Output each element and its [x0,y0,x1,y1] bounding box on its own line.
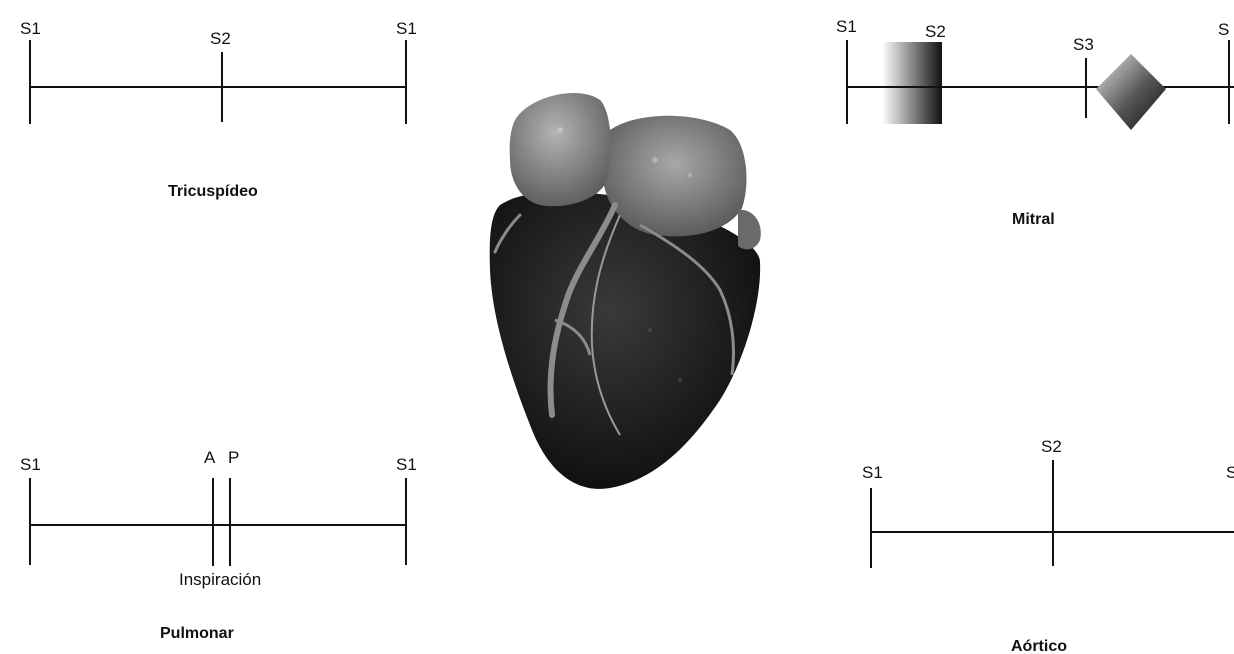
mitral-murmur-block [882,42,942,124]
aortic-s1-right-label: S [1226,463,1234,482]
mitral-panel: S1 S2 S3 S Mitral [836,17,1234,228]
aortic-title: Aórtico [1011,638,1067,654]
pulmonary-panel: S1 A P S1 Inspiración Pulmonar [20,448,417,642]
tricuspid-title: Tricuspídeo [168,183,258,200]
aortic-s2-label: S2 [1041,437,1062,456]
aortic-s1-left-label: S1 [862,463,883,482]
tricuspid-s2-label: S2 [210,29,231,48]
mitral-s2-label: S2 [925,22,946,41]
tricuspid-s1-right-label: S1 [396,19,417,38]
pulmonary-p-label: P [228,448,239,467]
pulmonary-s1-right-label: S1 [396,455,417,474]
mitral-title: Mitral [1012,211,1055,228]
aortic-panel: S1 S2 S Aórtico [862,437,1234,654]
pulmonary-s1-left-label: S1 [20,455,41,474]
tricuspid-s1-left-label: S1 [20,19,41,38]
pulmonary-a-label: A [204,448,216,467]
mitral-s3-label: S3 [1073,35,1094,54]
tricuspid-panel: S1 S2 S1 Tricuspídeo [20,19,417,200]
mitral-s1-left-label: S1 [836,17,857,36]
pulmonary-title: Pulmonar [160,625,234,642]
mitral-diamond-murmur [1096,54,1166,130]
mitral-s1-right-label: S [1218,20,1229,39]
pulmonary-inspiration-label: Inspiración [179,570,261,589]
heart-illustration-icon [490,93,761,489]
